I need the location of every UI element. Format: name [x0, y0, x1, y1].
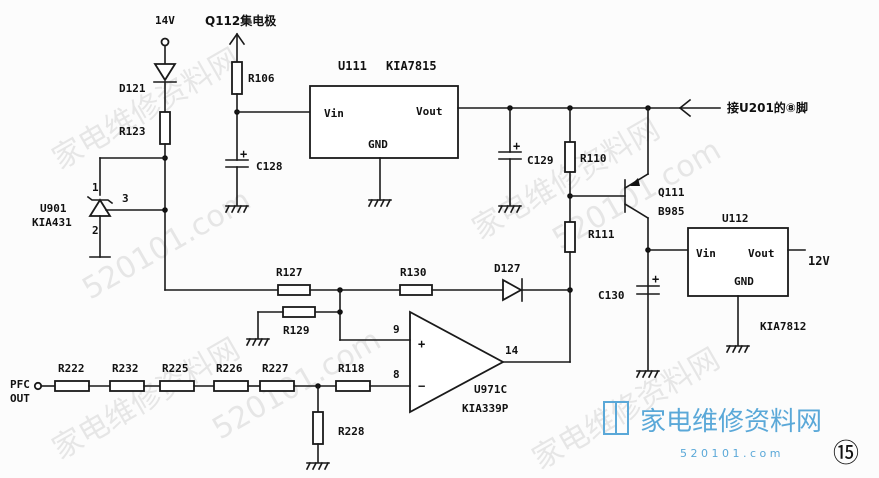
resistor-r123 [159, 111, 171, 145]
regulator-u111 [309, 85, 459, 159]
resistor-r118 [335, 380, 371, 392]
label-d121: D121 [119, 82, 146, 95]
resistor-r225 [159, 380, 195, 392]
ground-icon [224, 204, 249, 214]
regulator-u901 [86, 195, 114, 217]
label-pin1: 1 [92, 181, 99, 194]
label-u112: U112 [722, 212, 749, 225]
comparator-u971c [409, 310, 505, 414]
ground-icon [367, 198, 392, 208]
label-vout2: Vout [748, 247, 775, 260]
label-c128: C128 [256, 160, 283, 173]
brand-url: 5 2 0 1 0 1 . c o m [680, 447, 780, 460]
ground-icon [497, 204, 522, 214]
label-r228: R228 [338, 425, 365, 438]
label-pin3: 3 [122, 192, 129, 205]
resistor-r130 [399, 284, 433, 296]
label-12v: 12V [808, 254, 830, 268]
label-pin14: 14 [505, 344, 519, 357]
label-q112-collector: Q112集电极 [205, 13, 277, 28]
watermark-text: 家电维修资料网 [47, 332, 246, 467]
label-vout1: Vout [416, 105, 443, 118]
transistor-q111 [623, 172, 650, 220]
resistor-r111 [564, 221, 576, 253]
watermark-text: 家电维修资料网 [47, 42, 246, 177]
label-connect-u201: 接U201的⑧脚 [727, 100, 808, 115]
ground-icon [725, 344, 750, 354]
label-out: OUT [10, 392, 30, 405]
label-kia339p: KIA339P [462, 402, 509, 415]
resistor-r110 [564, 141, 576, 173]
label-u901: U901 [40, 202, 67, 215]
resistor-r232 [109, 380, 145, 392]
label-gnd2: GND [734, 275, 754, 288]
label-r129: R129 [283, 324, 310, 337]
label-r130: R130 [400, 266, 427, 279]
label-kia7815: KIA7815 [386, 59, 437, 73]
brand-text: 家电维修资料网 [640, 407, 822, 437]
label-vin1: Vin [324, 107, 344, 120]
label-pin9: 9 [393, 323, 400, 336]
label-c129: C129 [527, 154, 554, 167]
label-u111: U111 [338, 59, 367, 73]
label-u971c: U971C [474, 383, 507, 396]
page-number: ⑮ [833, 439, 859, 469]
label-pin2: 2 [92, 224, 99, 237]
resistor-r127 [277, 284, 311, 296]
label-r127: R127 [276, 266, 303, 279]
brand-watermark: 家电维修资料网 5 2 0 1 0 1 . c o m [603, 401, 822, 460]
label-pfc: PFC [10, 378, 30, 391]
label-r110: R110 [580, 152, 607, 165]
svg-text:+: + [652, 272, 659, 286]
label-minus: − [418, 379, 425, 393]
ground-icon [245, 337, 270, 347]
capacitor-c130: + [636, 272, 660, 295]
label-r227: R227 [262, 362, 289, 375]
diode-d127 [502, 278, 523, 302]
ground-icon [305, 461, 330, 471]
label-r225: R225 [162, 362, 189, 375]
label-r106: R106 [248, 72, 275, 85]
label-14v: 14V [155, 14, 175, 27]
resistor-r129 [282, 306, 316, 318]
label-vin2: Vin [696, 247, 716, 260]
resistor-r222 [54, 380, 90, 392]
label-b985: B985 [658, 205, 685, 218]
label-q111: Q111 [658, 186, 685, 199]
label-r123: R123 [119, 125, 146, 138]
label-r222: R222 [58, 362, 85, 375]
label-r111: R111 [588, 228, 615, 241]
label-pin8: 8 [393, 368, 400, 381]
label-c130: C130 [598, 289, 625, 302]
label-kia431: KIA431 [32, 216, 72, 229]
label-kia7812: KIA7812 [760, 320, 806, 333]
ground-icon [635, 369, 660, 379]
label-r118: R118 [338, 362, 365, 375]
label-d127: D127 [494, 262, 521, 275]
resistor-r226 [213, 380, 249, 392]
label-r226: R226 [216, 362, 243, 375]
resistor-r106 [231, 61, 243, 95]
regulator-u112 [687, 227, 789, 297]
label-gnd1: GND [368, 138, 388, 151]
resistor-r228 [312, 411, 324, 445]
svg-text:+: + [240, 147, 247, 161]
label-plus: + [418, 337, 425, 351]
svg-text:+: + [513, 139, 520, 153]
resistor-r227 [259, 380, 295, 392]
label-r232: R232 [112, 362, 139, 375]
terminal-14v [160, 37, 170, 47]
watermark-url: 520101.com [77, 183, 257, 307]
